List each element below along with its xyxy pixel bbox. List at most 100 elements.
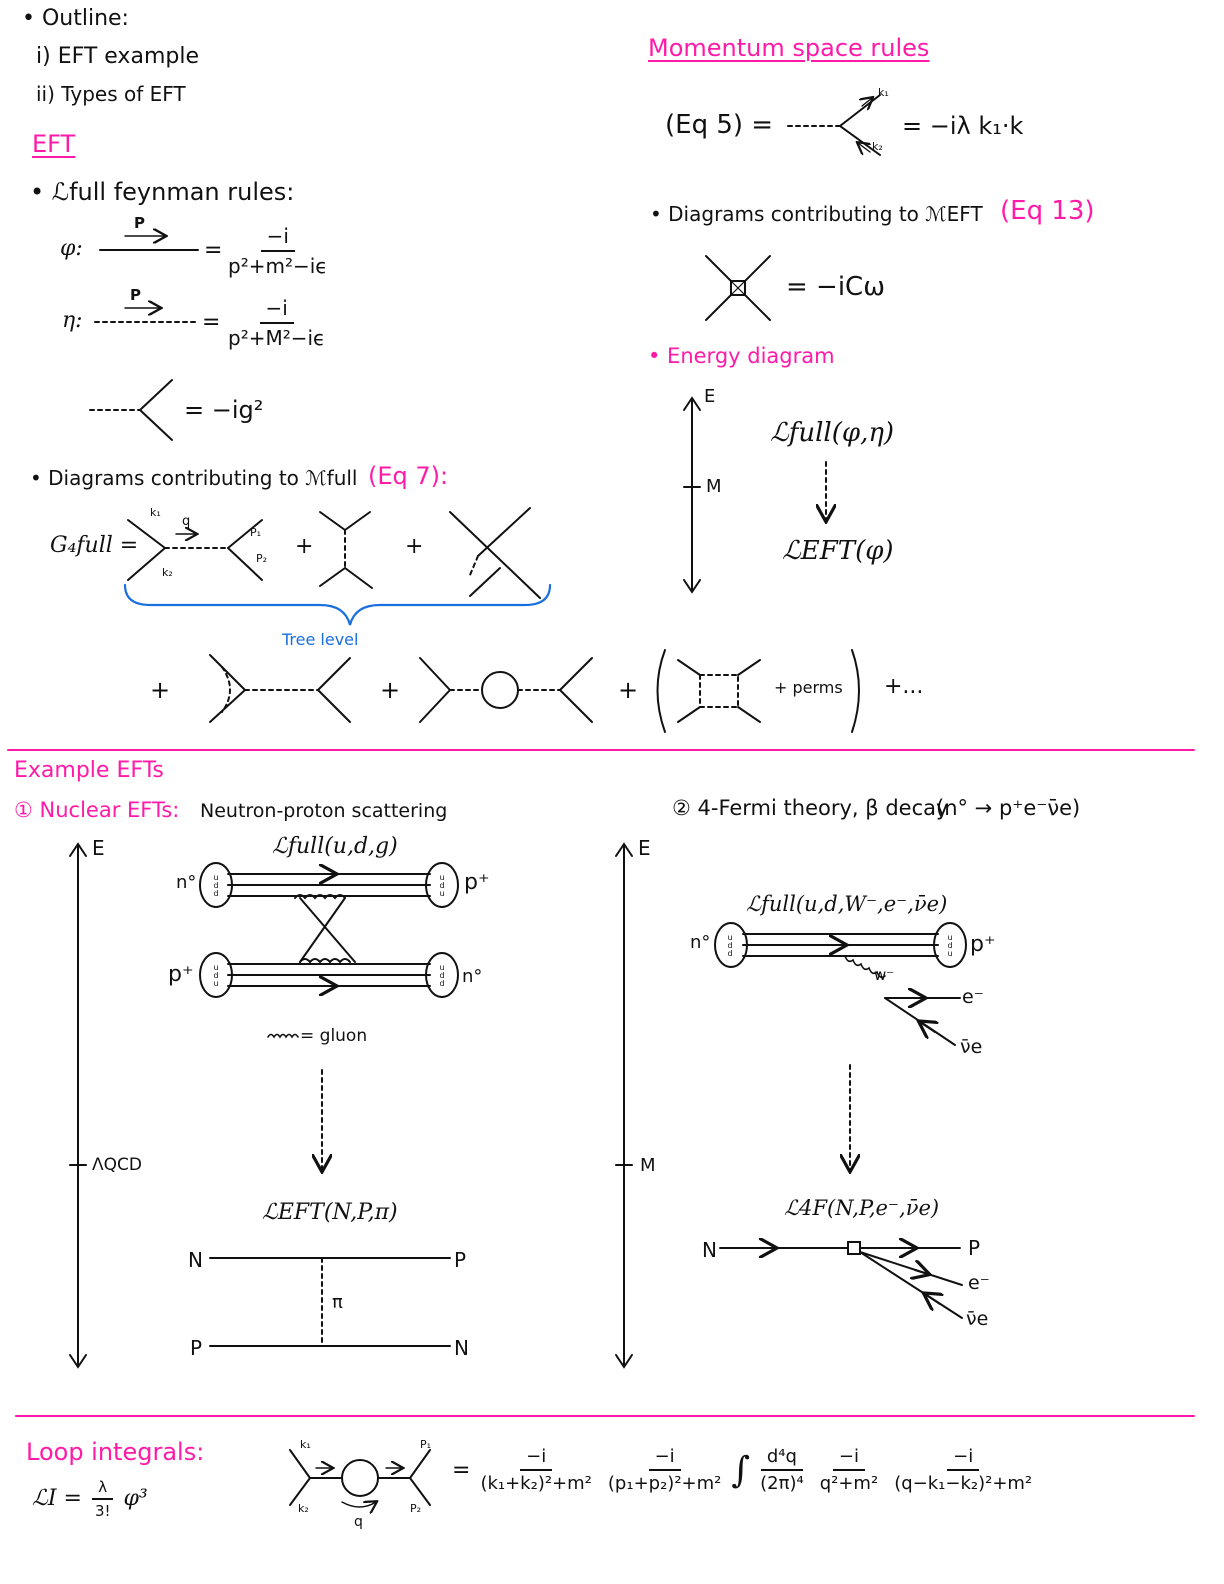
gluon-legend-wave: [267, 1033, 299, 1039]
loop-plus-3: +: [618, 676, 639, 704]
loop-plus-1: +: [150, 676, 171, 704]
nuclear-P-bottom-left: P: [190, 1336, 203, 1360]
loop-diagram-vertex: [209, 654, 351, 723]
phi-prop-den: p²+m²−iϵ: [228, 254, 328, 278]
outline-heading: • Outline:: [22, 6, 129, 31]
momentum-space-heading: Momentum space rules: [648, 34, 930, 62]
nuclear-leff: ℒEFT(N,P,π): [262, 1200, 398, 1225]
phi-equals: =: [204, 238, 223, 263]
eq5-value: = −iλ k₁·k: [902, 112, 1024, 140]
nuclear-efts-sub: Neutron-proton scattering: [200, 800, 448, 822]
eq5-label: (Eq 5) =: [665, 110, 774, 140]
ellipsis: +...: [884, 674, 924, 699]
tree-plus-1: +: [295, 534, 314, 559]
nuclear-P-top-right: P: [454, 1248, 467, 1272]
phi-momentum-label: P: [134, 214, 145, 232]
loop-integrals-heading: Loop integrals:: [26, 1438, 205, 1466]
energy-e-label: E: [704, 386, 716, 407]
eq5-k2: k₂: [872, 140, 883, 153]
tree-diagram-t-channel: [319, 511, 373, 589]
loop-q: q: [354, 1514, 363, 1530]
fermi-sub: (n° → p⁺e⁻ν̄e): [936, 796, 1081, 820]
diagrams-eft-heading: • Diagrams contributing to ℳEFT: [650, 202, 983, 226]
eta-momentum-label: P: [130, 286, 141, 304]
diagrams-full-eq: (Eq 7):: [368, 462, 449, 490]
fermi-nu-label-bottom: ν̄e: [966, 1308, 989, 1330]
loop-p2: P₂: [410, 1502, 422, 1515]
loop-diagram-box: [656, 649, 860, 733]
nuclear-efts-heading: ① Nuclear EFTs:: [14, 798, 180, 822]
lagrangian-den: 3!: [94, 1502, 111, 1520]
loop-p1: P₁: [420, 1438, 432, 1451]
measure-num: d⁴q: [760, 1446, 803, 1471]
lagrangian-lhs: ℒI =: [32, 1486, 82, 1511]
fermi-lfull: ℒfull(u,d,W⁻,e⁻,ν̄e): [746, 892, 948, 916]
nuclear-N-top-left: N: [188, 1248, 203, 1272]
feynman-rules-heading: • ℒfull feynman rules:: [30, 178, 295, 206]
outline-item-2: ii) Types of EFT: [36, 82, 186, 106]
fermi-w-label: w⁻: [874, 966, 895, 984]
lagrangian-num: λ: [92, 1478, 114, 1500]
leff-phi: ℒEFT(φ): [782, 536, 894, 566]
eq5-k1: k₁: [878, 86, 889, 99]
fermi-m-label: M: [640, 1155, 656, 1176]
nuclear-N-bottom-right: N: [454, 1336, 469, 1360]
loop-integral-diagram: [289, 1449, 431, 1507]
f3-num: −i: [832, 1446, 865, 1471]
nuclear-pplus-left: p⁺: [168, 962, 194, 987]
fermi-e-label: E: [638, 836, 651, 860]
gluon-legend: = gluon: [300, 1026, 368, 1046]
nuclear-pplus-right: p⁺: [464, 870, 490, 895]
momentum-q: q: [182, 514, 191, 529]
diagrams-eft-eq: (Eq 13): [1000, 196, 1095, 226]
momentum-p2: P₂: [256, 552, 268, 565]
phi-label: φ:: [60, 236, 83, 261]
fermi-nucleon: [714, 922, 967, 1046]
contact-vertex: [705, 255, 771, 321]
fermi-l4f: ℒ4F(N,P,e⁻,ν̄e): [784, 1196, 940, 1220]
eft-heading: EFT: [32, 130, 76, 158]
energy-m-label: M: [706, 476, 722, 497]
tree-level-brace: [123, 583, 552, 626]
fermi-contact-diagram: [719, 1242, 963, 1319]
tree-plus-2: +: [405, 534, 424, 559]
example-efts-heading: Example EFTs: [14, 758, 164, 783]
momentum-k2: k₂: [162, 566, 173, 579]
eta-label: η:: [62, 308, 83, 333]
fermi-heading: ② 4-Fermi theory, β decay: [672, 796, 949, 820]
tree-diagram-u-channel: [449, 507, 541, 599]
fermi-n0: n°: [690, 932, 711, 953]
nucleon-n0-top: [199, 862, 459, 908]
eta-prop-den: p²+M²−iϵ: [228, 326, 326, 350]
fermi-pplus: p⁺: [970, 932, 996, 957]
phi-prop-num: −i: [260, 224, 295, 252]
loop-k1: k₁: [300, 1438, 311, 1451]
nuclear-lfull: ℒfull(u,d,g): [272, 834, 398, 859]
f2-den: (p₁+p₂)²+m²: [607, 1473, 722, 1494]
f1-num: −i: [520, 1446, 553, 1471]
nucleon-pplus-bottom: [199, 952, 459, 998]
tree-level-label: Tree level: [282, 630, 359, 649]
vertex-value: = −ig²: [184, 396, 264, 424]
eq5-vertex: [787, 94, 881, 156]
loop-plus-2: +: [380, 676, 401, 704]
nuclear-e-label: E: [92, 836, 105, 860]
fermi-P-label: P: [968, 1236, 981, 1260]
cw-value: = −iCω: [786, 272, 885, 302]
f2-num: −i: [648, 1446, 681, 1471]
fermi-e-label-top: e⁻: [962, 986, 984, 1008]
nuclear-lambda-label: ΛQCD: [92, 1155, 142, 1175]
vertex-diagram: [89, 379, 173, 441]
nuclear-pi-label: π: [332, 1292, 343, 1313]
eta-prop-num: −i: [259, 296, 294, 324]
momentum-k1: k₁: [150, 506, 161, 519]
f4-den: (q−k₁−k₂)²+m²: [894, 1473, 1033, 1494]
energy-diagram-heading: • Energy diagram: [648, 344, 835, 368]
